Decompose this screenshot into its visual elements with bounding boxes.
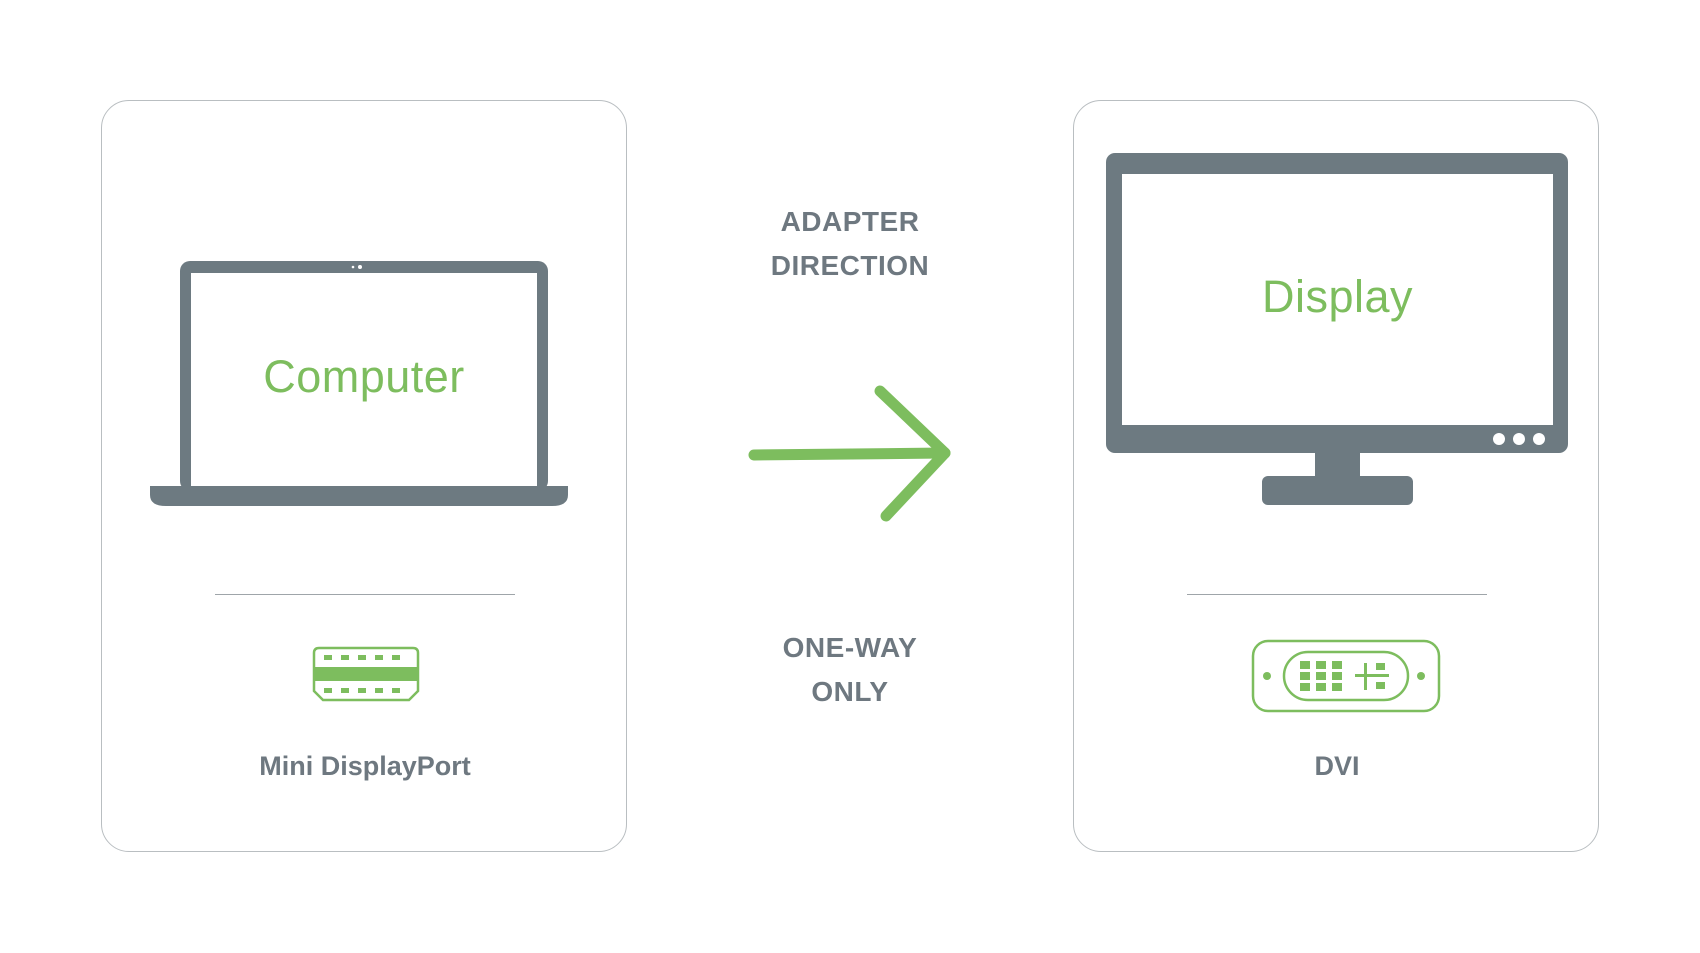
- source-card: Computer Mini DisplayPort: [101, 100, 627, 852]
- target-divider: [1187, 594, 1487, 595]
- source-divider: [215, 594, 515, 595]
- oneway-line-1: ONE-WAY: [782, 632, 918, 663]
- direction-line-1: ADAPTER: [780, 206, 920, 237]
- target-card: Display DVI: [1073, 100, 1599, 852]
- dvi-label: DVI: [1314, 751, 1360, 781]
- dvi-icon: [1251, 639, 1441, 713]
- laptop-icon: [150, 261, 568, 506]
- adapter-direction-text: ADAPTER DIRECTION: [700, 200, 1000, 288]
- one-way-only-text: ONE-WAY ONLY: [700, 626, 1000, 714]
- right-arrow-icon: [748, 385, 951, 522]
- monitor-icon: [1106, 153, 1568, 505]
- display-label: Display: [1261, 271, 1414, 322]
- computer-label: Computer: [263, 351, 465, 402]
- mini-displayport-icon: [312, 646, 420, 702]
- mini-displayport-label: Mini DisplayPort: [259, 751, 471, 781]
- direction-line-2: DIRECTION: [770, 250, 930, 281]
- oneway-line-2: ONLY: [811, 676, 889, 707]
